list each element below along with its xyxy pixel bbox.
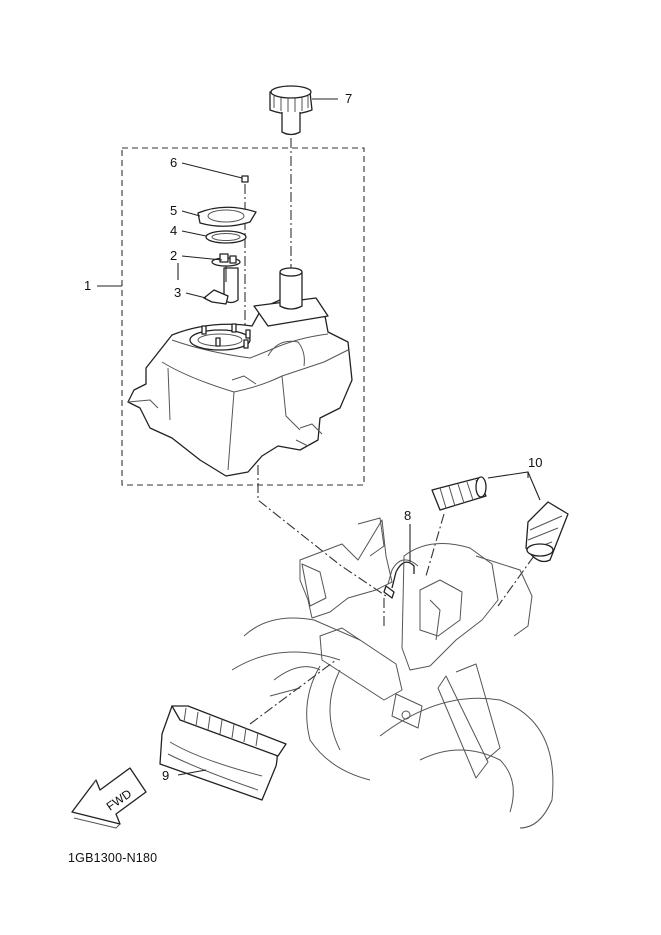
callout-8: 8 bbox=[404, 508, 411, 523]
callout-4: 4 bbox=[170, 223, 177, 238]
pad-part[interactable] bbox=[159, 705, 287, 801]
damper-upper-part[interactable] bbox=[431, 476, 487, 511]
plate-part[interactable] bbox=[197, 206, 257, 227]
callout-7: 7 bbox=[345, 91, 352, 106]
frame-reference bbox=[231, 517, 554, 829]
screw-part[interactable] bbox=[241, 175, 249, 183]
tank-mount-alignment-line bbox=[257, 465, 387, 597]
forward-direction-arrow: FWD bbox=[71, 767, 147, 829]
hose-part[interactable] bbox=[383, 559, 419, 599]
fuel-tank-part[interactable] bbox=[127, 267, 353, 477]
callout-9: 9 bbox=[162, 768, 169, 783]
damper-lower-part[interactable] bbox=[525, 501, 569, 563]
callout-1: 1 bbox=[84, 278, 91, 293]
callout-2: 2 bbox=[170, 248, 177, 263]
callout-5: 5 bbox=[170, 203, 177, 218]
strainer-part[interactable] bbox=[203, 289, 229, 305]
gasket-part[interactable] bbox=[205, 230, 247, 244]
fuel-tank-assembly-box bbox=[121, 147, 365, 486]
diagram-code: 1GB1300-N180 bbox=[68, 851, 158, 865]
callout-3: 3 bbox=[174, 285, 181, 300]
callout-6: 6 bbox=[170, 155, 177, 170]
callout-10: 10 bbox=[528, 455, 542, 470]
fuel-cap-part[interactable] bbox=[269, 85, 313, 136]
